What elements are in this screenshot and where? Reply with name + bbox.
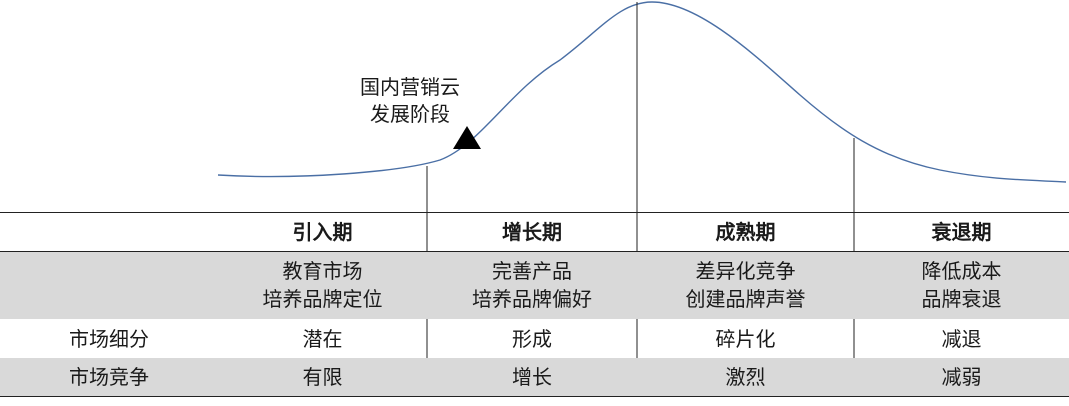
row-label-segmentation: 市场细分 bbox=[69, 326, 149, 351]
table-header-border bbox=[0, 251, 1069, 252]
stage-header-intro: 引入期 bbox=[292, 219, 353, 244]
competition-cell-intro: 有限 bbox=[302, 365, 343, 389]
stage-annotation: 国内营销云 发展阶段 bbox=[340, 74, 480, 128]
row-label-competition: 市场竞争 bbox=[69, 365, 149, 389]
lifecycle-curve bbox=[217, 1, 1067, 183]
strategy-cell-intro: 教育市场 培养品牌定位 bbox=[262, 259, 383, 311]
segmentation-cell-growth: 形成 bbox=[512, 326, 552, 351]
segmentation-cell-decline: 减退 bbox=[941, 326, 982, 351]
competition-cell-growth: 增长 bbox=[512, 365, 552, 389]
annotation-line-2: 发展阶段 bbox=[370, 102, 450, 126]
strategy-cell-mature: 差异化竞争 创建品牌声誉 bbox=[685, 259, 806, 311]
competition-row-background bbox=[0, 358, 1069, 396]
annotation-line-1: 国内营销云 bbox=[360, 75, 460, 99]
table-top-border bbox=[0, 212, 1069, 213]
stage-header-growth: 增长期 bbox=[502, 219, 562, 244]
stage-header-decline: 衰退期 bbox=[931, 219, 992, 244]
strategy-row-background bbox=[0, 251, 1069, 319]
segmentation-cell-mature: 碎片化 bbox=[715, 326, 776, 351]
stage-header-mature: 成熟期 bbox=[715, 219, 776, 244]
strategy-cell-decline: 降低成本 品牌衰退 bbox=[921, 259, 1002, 311]
strategy-cell-growth: 完善产品 培养品牌偏好 bbox=[472, 259, 592, 311]
current-stage-marker bbox=[453, 126, 481, 149]
competition-cell-mature: 激烈 bbox=[725, 365, 766, 389]
table-bottom-border bbox=[0, 396, 1069, 397]
competition-cell-decline: 减弱 bbox=[941, 365, 982, 389]
segmentation-cell-intro: 潜在 bbox=[302, 326, 343, 351]
